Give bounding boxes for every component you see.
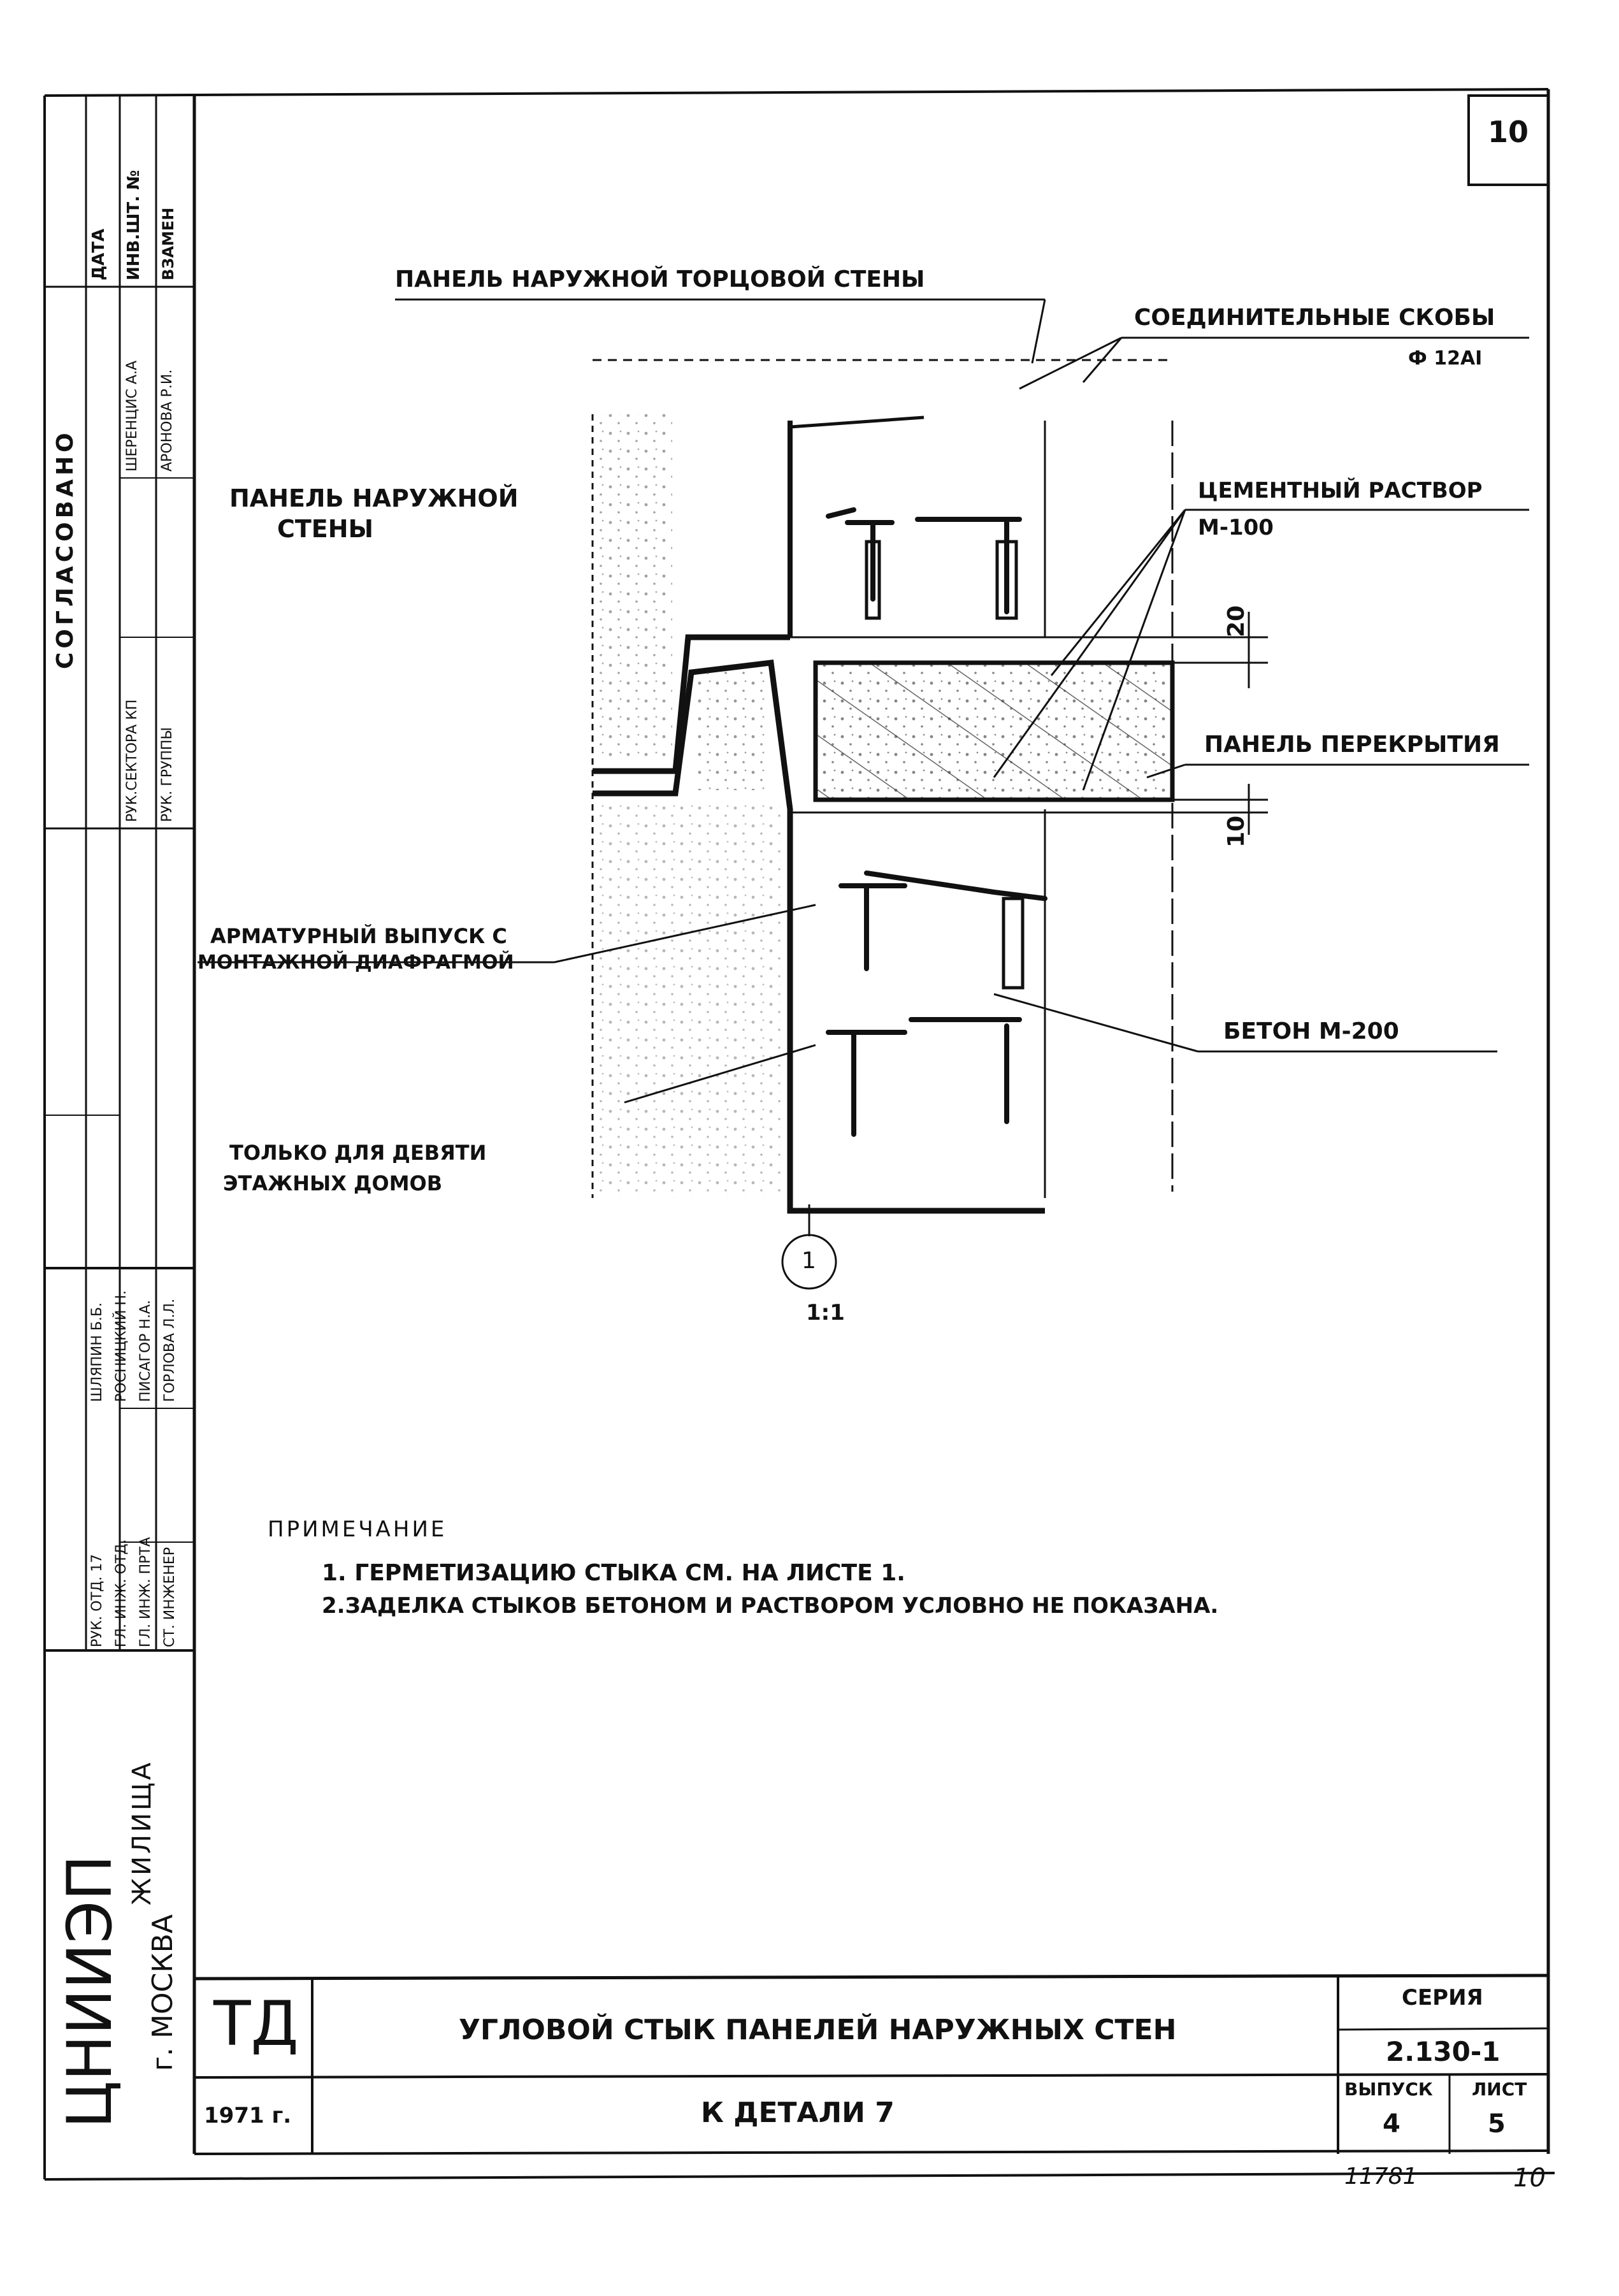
label-mortar-grade: М-100	[1198, 515, 1274, 540]
footer-page-number: 10	[1513, 2163, 1546, 2193]
wall-panels	[591, 359, 1268, 1214]
label-floor-panel: ПАНЕЛЬ ПЕРЕКРЫТИЯ	[1204, 732, 1500, 758]
org-name: ЦНИИЭП	[54, 1854, 126, 2128]
org-city: г. МОСКВА	[147, 1914, 179, 2071]
stamp-bottom-name-2: РОСНИЦКИЙ Н.	[113, 1290, 129, 1402]
series-value: 2.130-1	[1386, 2036, 1500, 2067]
org-sub: ЖИЛИЩА	[127, 1759, 157, 1905]
label-outer-wall-panel-line2: СТЕНЫ	[277, 515, 373, 543]
rebar-brackets	[826, 507, 1047, 1137]
stamp-bottom-role-1: РУК. ОТД. 17	[89, 1554, 105, 1647]
label-bracket-diameter: Ф 12АI	[1408, 347, 1483, 370]
sheet-label: ЛИСТ	[1472, 2079, 1527, 2100]
label-rebar-outlet-line1: АРМАТУРНЫЙ ВЫПУСК С	[210, 924, 507, 948]
stamp-bottom-role-2: ГЛ. ИНЖ. ОТД.	[113, 1539, 129, 1647]
concrete-joint	[694, 669, 768, 790]
concrete-lower-left	[596, 803, 781, 1198]
title-block-subtitle: К ДЕТАЛИ 7	[701, 2097, 895, 2129]
title-block-year: 1971 г.	[204, 2103, 292, 2128]
stamp-date-header: ДАТА	[89, 228, 108, 280]
section-marker-number: 1	[802, 1248, 816, 1274]
scale-label: 1:1	[806, 1300, 845, 1325]
stamp-name-1: ШЕРЕНЦИС А.А	[124, 360, 140, 472]
leader-lines	[198, 298, 1529, 1236]
sheet-frame	[43, 88, 1555, 2181]
dimension-20: 20	[1223, 605, 1249, 637]
page-number: 10	[1488, 115, 1529, 149]
label-cement-mortar: ЦЕМЕНТНЫЙ РАСТВОР	[1198, 478, 1483, 503]
title-block-code: ТД	[213, 1988, 299, 2060]
note-item-2: 2.ЗАДЕЛКА СТЫКОВ БЕТОНОМ И РАСТВОРОМ УСЛ…	[322, 1593, 1219, 1619]
floor-panel-concrete	[817, 665, 1170, 798]
stamp-agreed-header: СОГЛАСОВАНО	[52, 429, 78, 669]
stamp-bottom-name-1: ШЛЯПИН Б.Б.	[89, 1302, 105, 1402]
label-end-wall-panel: ПАНЕЛЬ НАРУЖНОЙ ТОРЦОВОЙ СТЕНЫ	[395, 266, 925, 292]
label-nine-storey-line2: ЭТАЖНЫХ ДОМОВ	[223, 1171, 443, 1195]
stamp-bottom-role-3: ГЛ. ИНЖ. ПРТА	[138, 1537, 154, 1647]
sheet-value: 5	[1488, 2109, 1506, 2139]
label-rebar-outlet-line2: МОНТАЖНОЙ ДИАФРАГМОЙ	[198, 951, 514, 974]
footer-inventory-number: 11781	[1344, 2163, 1418, 2190]
stamp-role-1: РУК.СЕКТОРА КП	[124, 699, 140, 822]
stamp-replace-header: ВЗАМЕН	[159, 207, 177, 280]
issue-label: ВЫПУСК	[1344, 2079, 1433, 2100]
label-connecting-brackets: СОЕДИНИТЕЛЬНЫЕ СКОБЫ	[1134, 305, 1495, 331]
concrete-upper-left	[596, 414, 672, 758]
stamp-inventory-header: ИНВ.ШТ. №	[124, 170, 143, 280]
note-item-1: 1. ГЕРМЕТИЗАЦИЮ СТЫКА СМ. НА ЛИСТЕ 1.	[322, 1560, 905, 1586]
stamp-bottom-role-4: СТ. ИНЖЕНЕР	[162, 1547, 178, 1647]
issue-value: 4	[1383, 2109, 1400, 2139]
stamp-role-2: РУК. ГРУППЫ	[159, 727, 175, 822]
label-outer-wall-panel-line1: ПАНЕЛЬ НАРУЖНОЙ	[229, 484, 519, 512]
stamp-name-2: АРОНОВА Р.И.	[159, 369, 175, 472]
stamp-bottom-name-3: ПИСАГОР Н.А.	[138, 1300, 154, 1402]
label-nine-storey-line1: ТОЛЬКО ДЛЯ ДЕВЯТИ	[229, 1141, 487, 1165]
dimension-10: 10	[1223, 815, 1249, 848]
stamp-bottom-name-4: ГОРЛОВА Л.Л.	[162, 1298, 178, 1402]
title-block-title: УГЛОВОЙ СТЫК ПАНЕЛЕЙ НАРУЖНЫХ СТЕН	[459, 2014, 1177, 2046]
series-label: СЕРИЯ	[1402, 1985, 1483, 2011]
notes-heading: ПРИМЕЧАНИЕ	[268, 1517, 447, 1542]
section-marker-circle	[781, 1234, 837, 1290]
label-concrete: БЕТОН М-200	[1223, 1018, 1399, 1044]
